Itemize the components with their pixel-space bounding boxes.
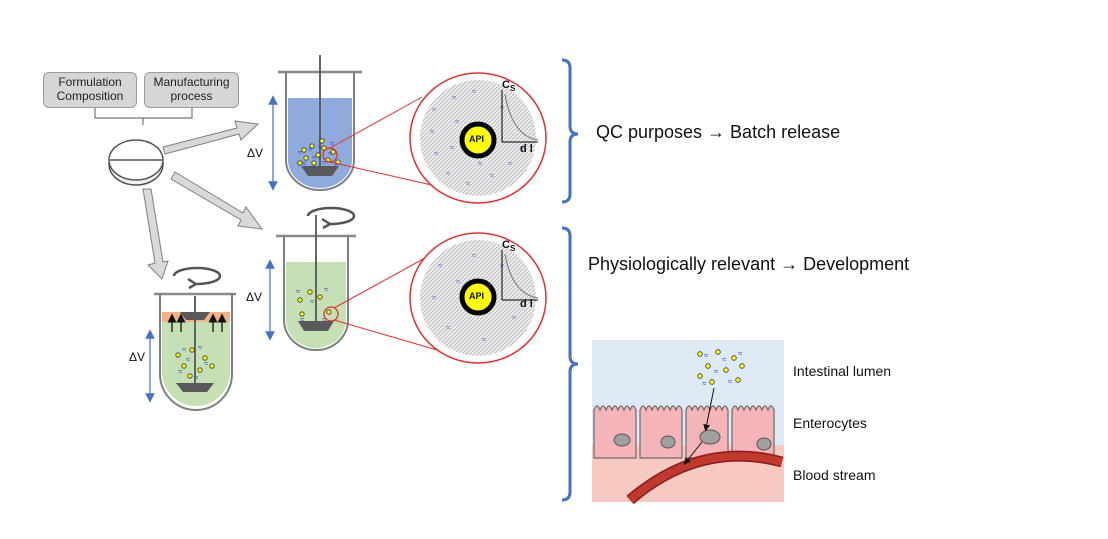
svg-text:≈: ≈ [472, 251, 477, 260]
cs-label-physio: CS [502, 239, 515, 253]
physio-zoom-circle: ≈≈≈ ≈≈≈ ≈≈ [409, 232, 547, 364]
manufacturing-line-1: Manufacturing [153, 75, 230, 89]
svg-text:≈: ≈ [322, 158, 327, 167]
svg-text:≈: ≈ [450, 143, 455, 152]
physio-vessel: ≈ ≈ ≈ ≈ ≈ [265, 206, 356, 351]
svg-text:≈: ≈ [482, 335, 487, 344]
intestinal-lumen-label: Intestinal lumen [793, 363, 892, 379]
svg-text:≈: ≈ [478, 159, 483, 168]
svg-text:≈: ≈ [298, 148, 303, 157]
svg-text:≈: ≈ [438, 261, 443, 270]
manufacturing-box: Manufacturing process [144, 72, 239, 108]
svg-text:≈: ≈ [456, 277, 461, 286]
enterocytes-label: Enterocytes [793, 415, 867, 431]
svg-text:≈: ≈ [300, 315, 305, 324]
svg-text:≈: ≈ [178, 367, 183, 376]
tablet-icon [108, 139, 164, 186]
svg-text:≈: ≈ [310, 163, 315, 172]
svg-text:≈: ≈ [738, 349, 743, 358]
svg-text:≈: ≈ [520, 143, 525, 152]
intestine-panel: ≈≈≈ ≈≈≈ [592, 340, 784, 505]
delta-v-label-qc: ΔV [247, 146, 264, 160]
svg-text:≈: ≈ [186, 355, 191, 364]
svg-text:≈: ≈ [330, 139, 335, 148]
cs-main: C [502, 79, 510, 91]
svg-text:≈: ≈ [702, 379, 707, 388]
cs-sub: S [509, 244, 516, 254]
svg-text:≈: ≈ [310, 297, 315, 306]
svg-text:≈: ≈ [430, 127, 435, 136]
formulation-box: Formulation Composition [43, 72, 137, 108]
svg-text:≈: ≈ [452, 93, 457, 102]
svg-text:≈: ≈ [472, 87, 477, 96]
physio-outcome-text: Physiologically relevant → Development [588, 254, 910, 274]
dl-label-qc: d l [520, 143, 533, 155]
svg-text:≈: ≈ [204, 359, 209, 368]
svg-text:≈: ≈ [434, 149, 439, 158]
svg-text:≈: ≈ [704, 351, 709, 360]
svg-text:≈: ≈ [324, 285, 329, 294]
svg-text:≈: ≈ [728, 377, 733, 386]
arrow-to-physio-vessel [170, 171, 264, 230]
api-label-physio: API [469, 291, 485, 301]
svg-text:≈: ≈ [312, 153, 317, 162]
svg-text:≈: ≈ [322, 315, 327, 324]
svg-text:≈: ≈ [490, 171, 495, 180]
formulation-line-1: Formulation [58, 75, 122, 89]
input-connector [94, 107, 193, 125]
arrow-to-qc-vessel [162, 120, 260, 155]
flow-vessel: ≈≈≈ ≈≈≈ [145, 266, 236, 411]
cs-sub: S [509, 84, 516, 94]
svg-text:≈: ≈ [432, 293, 437, 302]
dl-label-physio: d l [520, 298, 533, 310]
arrow-to-flow-vessel [142, 188, 169, 280]
qc-zoom-circle: ≈≈≈ ≈≈≈ ≈≈≈ ≈≈≈ ≈≈ [409, 72, 547, 204]
svg-text:≈: ≈ [334, 161, 339, 170]
delta-v-label-flow: ΔV [129, 350, 146, 364]
qc-vessel: ≈≈≈ ≈≈≈ ≈≈≈ ≈ [268, 55, 362, 191]
qc-bracket [561, 58, 579, 204]
svg-text:≈: ≈ [455, 117, 460, 126]
svg-text:≈: ≈ [328, 149, 333, 158]
svg-text:≈: ≈ [302, 159, 307, 168]
blood-stream-label: Blood stream [793, 467, 876, 483]
svg-text:≈: ≈ [182, 345, 187, 354]
svg-text:≈: ≈ [714, 367, 719, 376]
svg-text:≈: ≈ [446, 169, 451, 178]
svg-text:≈: ≈ [466, 179, 471, 188]
cs-main: C [502, 239, 510, 251]
svg-text:≈: ≈ [446, 323, 451, 332]
manufacturing-line-2: process [170, 89, 213, 103]
delta-v-label-physio: ΔV [246, 290, 263, 304]
api-label-qc: API [469, 134, 485, 144]
cs-label-qc: CS [502, 79, 515, 93]
svg-text:≈: ≈ [318, 143, 323, 152]
svg-text:≈: ≈ [194, 373, 199, 382]
svg-text:≈: ≈ [722, 355, 727, 364]
svg-text:≈: ≈ [512, 313, 517, 322]
svg-text:≈: ≈ [198, 343, 203, 352]
svg-text:≈: ≈ [308, 145, 313, 154]
physio-bracket [561, 226, 579, 502]
qc-outcome-text: QC purposes → Batch release [596, 122, 841, 142]
svg-text:≈: ≈ [296, 287, 301, 296]
svg-text:≈: ≈ [508, 159, 513, 168]
svg-text:≈: ≈ [432, 105, 437, 114]
formulation-line-2: Composition [56, 89, 124, 103]
